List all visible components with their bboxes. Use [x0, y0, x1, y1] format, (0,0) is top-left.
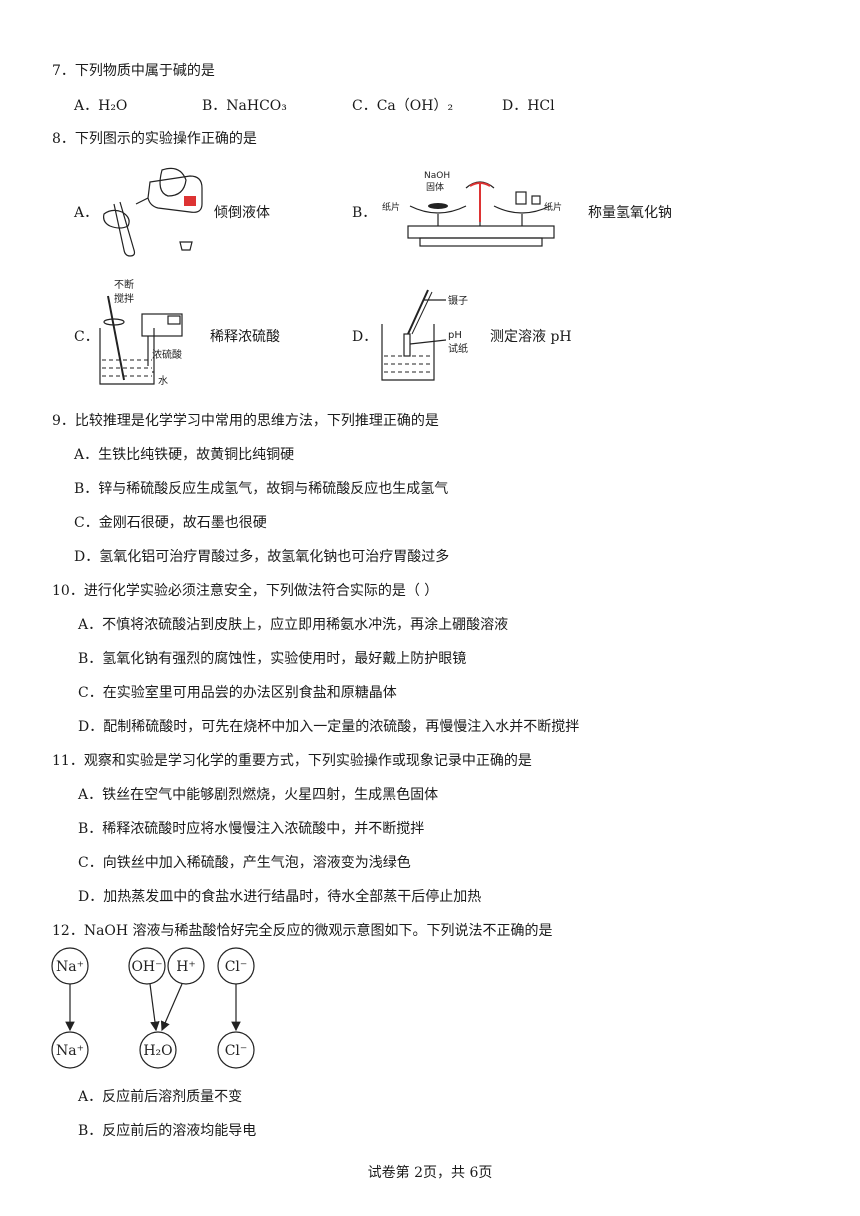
q9-stem: 9．比较推理是化学学习中常用的思维方法，下列推理正确的是 [52, 413, 439, 429]
q11-stem: 11．观察和实验是学习化学的重要方式，下列实验操作或现象记录中正确的是 [52, 753, 532, 769]
q8-c-caption: 稀释浓硫酸 [210, 329, 280, 345]
molecule-h2o-bottom [139, 1031, 177, 1069]
q11-option-a: A．铁丝在空气中能够剧烈燃烧，火星四射，生成黑色固体 [78, 787, 439, 803]
q12-option-b: B．反应前后的溶液均能导电 [78, 1123, 257, 1139]
label-paper-left: 纸片 [382, 201, 400, 213]
balance-figure: NaOH 固体 纸片 纸片 [382, 171, 562, 247]
ion-label-oh-top: OH⁻ [131, 959, 162, 975]
label-stir-2: 搅拌 [114, 292, 134, 305]
q10-stem: 10．进行化学实验必须注意安全，下列做法符合实际的是（ ） [52, 583, 439, 599]
q8-a-letter: A． [74, 205, 99, 221]
pouring-liquid-figure [103, 167, 203, 257]
ion-label-h-top: H⁺ [176, 959, 196, 975]
ion-cl-bottom [217, 1031, 255, 1069]
q10-option-a: A．不慎将浓硫酸沾到皮肤上，应立即用稀氨水冲洗，再涂上硼酸溶液 [78, 617, 509, 633]
label-water: 水 [158, 375, 168, 387]
label-paper-right: 纸片 [544, 201, 562, 213]
q12-stem: 12．NaOH 溶液与稀盐酸恰好完全反应的微观示意图如下。下列说法不正确的是 [52, 923, 553, 939]
q11-option-b: B．稀释浓硫酸时应将水慢慢注入浓硫酸中，并不断搅拌 [78, 821, 425, 837]
q8-b-caption: 称量氢氧化钠 [588, 205, 672, 221]
q7-option-b: B．NaHCO₃ [202, 98, 287, 114]
q8-c-letter: C． [74, 329, 99, 345]
q11-option-d: D．加热蒸发皿中的食盐水进行结晶时，待水全部蒸干后停止加热 [78, 889, 482, 905]
label-tweezers: 镊子 [448, 295, 468, 307]
ion-label-cl-bottom: Cl⁻ [225, 1043, 248, 1059]
q8-d-letter: D． [352, 329, 378, 345]
label-stir-1: 不断 [114, 278, 134, 291]
label-solid: 固体 [426, 181, 444, 193]
ion-label-na-top: Na⁺ [56, 959, 84, 975]
ion-oh-top [128, 947, 166, 985]
ph-test-figure: 镊子 pH 试纸 [381, 289, 468, 381]
label-test-paper: 试纸 [448, 342, 468, 355]
q7-stem: 7．下列物质中属于碱的是 [52, 63, 215, 79]
q9-option-d: D．氢氧化铝可治疗胃酸过多，故氢氧化钠也可治疗胃酸过多 [74, 549, 450, 565]
diluting-acid-figure: 不断 搅拌 浓硫酸 水 [99, 278, 183, 387]
q9-option-a: A．生铁比纯铁硬，故黄铜比纯铜硬 [74, 447, 295, 463]
q10-option-b: B．氢氧化钠有强烈的腐蚀性，实验使用时，最好戴上防护眼镜 [78, 651, 467, 667]
ion-na-bottom [51, 1031, 89, 1069]
ion-label-cl-top: Cl⁻ [225, 959, 248, 975]
q8-b-letter: B． [352, 205, 377, 221]
q8-a-caption: 倾倒液体 [214, 205, 270, 221]
label-ph: pH [448, 330, 462, 341]
q8-stem: 8．下列图示的实验操作正确的是 [52, 131, 257, 147]
ion-label-na-bottom: Na⁺ [56, 1043, 84, 1059]
label-conc-acid: 浓硫酸 [152, 348, 182, 361]
ion-h-top [167, 947, 205, 985]
q7-option-a: A．H₂O [74, 98, 128, 114]
q7-option-c: C．Ca（OH）₂ [352, 98, 454, 114]
page-footer: 试卷第 2页，共 6页 [367, 1165, 493, 1181]
ion-label-h2o-bottom: H₂O [143, 1043, 172, 1059]
q9-option-c: C．金刚石很硬，故石墨也很硬 [74, 515, 267, 531]
q7-option-d: D．HCl [502, 98, 555, 114]
q9-option-b: B．锌与稀硫酸反应生成氢气，故铜与稀硫酸反应也生成氢气 [74, 481, 449, 497]
ion-reaction-diagram: Na⁺ OH⁻ H⁺ Cl⁻ Na⁺ H₂O Cl⁻ [51, 947, 255, 1069]
label-naoh: NaOH [424, 171, 450, 181]
q10-option-d: D．配制稀硫酸时，可先在烧杯中加入一定量的浓硫酸，再慢慢注入水并不断搅拌 [78, 719, 580, 735]
q11-option-c: C．向铁丝中加入稀硫酸，产生气泡，溶液变为浅绿色 [78, 855, 411, 871]
q12-option-a: A．反应前后溶剂质量不变 [78, 1089, 243, 1105]
q10-option-c: C．在实验室里可用品尝的办法区别食盐和原糖晶体 [78, 685, 397, 701]
q8-d-caption: 测定溶液 pH [490, 329, 572, 345]
